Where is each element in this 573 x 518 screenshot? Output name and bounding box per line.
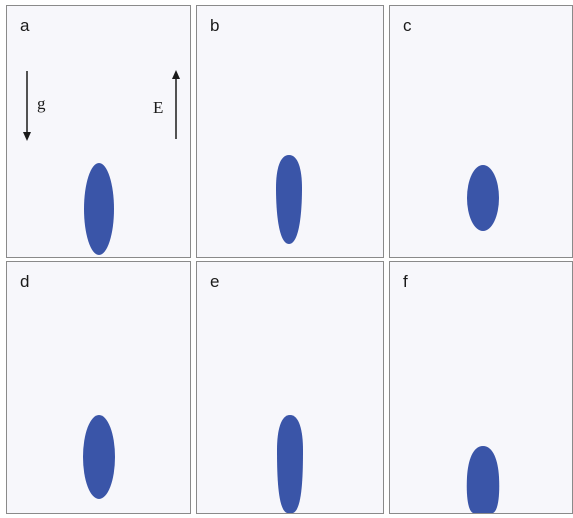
electric-field-arrow-icon: [172, 70, 180, 139]
panel-b: b: [196, 5, 384, 258]
panel-label: d: [20, 272, 30, 291]
panel-label: a: [20, 16, 30, 35]
panel-label: e: [210, 272, 220, 291]
drop-shape: [83, 415, 115, 499]
gravity-arrow-icon: [23, 71, 31, 141]
electric-field-label: E: [153, 98, 164, 117]
gravity-label: g: [37, 94, 46, 113]
panel-label: c: [403, 16, 412, 35]
drop-shape: [84, 163, 114, 255]
panel-label: f: [403, 272, 408, 291]
panel-label: b: [210, 16, 220, 35]
panel-a: a g E: [6, 5, 191, 258]
drop-shape: [277, 415, 303, 513]
panel-c: c: [389, 5, 573, 258]
panel-f: f: [389, 261, 573, 514]
drop-shape: [467, 165, 499, 231]
panel-e: e: [196, 261, 384, 514]
drop-shape: [276, 155, 302, 244]
panel-d: d: [6, 261, 191, 514]
drop-shape: [466, 446, 500, 513]
